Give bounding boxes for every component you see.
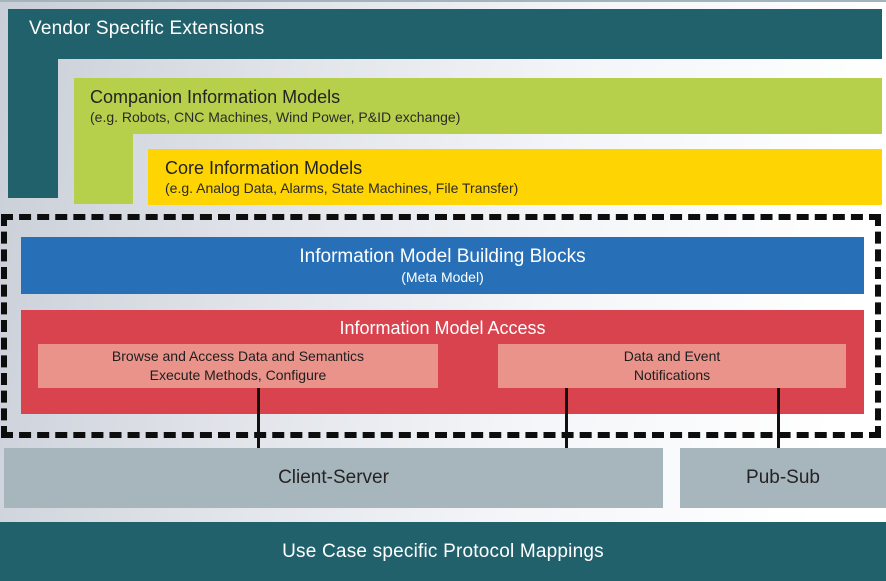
connector-line-notifications-to-client-server (565, 388, 568, 448)
model-access-box: Information Model Access Browse and Acce… (21, 310, 864, 414)
event-notifications-line1: Data and Event (623, 348, 721, 365)
browse-access-line1: Browse and Access Data and Semantics (111, 348, 365, 365)
model-access-title: Information Model Access (339, 318, 546, 338)
browse-access-line2: Execute Methods, Configure (149, 367, 327, 383)
client-server-box: Client-Server (4, 448, 663, 508)
event-notifications-line2: Notifications (633, 367, 711, 383)
vendor-extensions-left-column (8, 52, 58, 198)
companion-models-subtitle: (e.g. Robots, CNC Machines, Wind Power, … (90, 108, 461, 125)
companion-models-left-column (74, 127, 133, 204)
connector-line-browse-to-client-server (257, 388, 260, 448)
event-notifications-box: Data and Event Notifications (498, 344, 846, 388)
building-blocks-box: Information Model Building Blocks (Meta … (21, 237, 864, 294)
protocol-mappings-title: Use Case specific Protocol Mappings (282, 540, 604, 562)
vendor-extensions-layer: Vendor Specific Extensions (8, 9, 882, 59)
browse-access-box: Browse and Access Data and Semantics Exe… (38, 344, 438, 388)
building-blocks-subtitle: (Meta Model) (401, 268, 484, 285)
connector-line-notifications-to-pub-sub (777, 388, 780, 448)
building-blocks-title: Information Model Building Blocks (299, 246, 586, 268)
core-models-layer: Core Information Models (e.g. Analog Dat… (148, 149, 882, 205)
core-models-subtitle: (e.g. Analog Data, Alarms, State Machine… (165, 179, 519, 196)
client-server-label: Client-Server (278, 467, 389, 488)
pub-sub-box: Pub-Sub (680, 448, 886, 508)
pub-sub-label: Pub-Sub (746, 467, 820, 488)
dashed-scope-border (1, 214, 881, 438)
companion-models-layer: Companion Information Models (e.g. Robot… (74, 78, 882, 134)
companion-models-title: Companion Information Models (90, 87, 341, 108)
vendor-extensions-title: Vendor Specific Extensions (29, 18, 265, 39)
core-models-title: Core Information Models (165, 158, 363, 179)
protocol-mappings-bar: Use Case specific Protocol Mappings (0, 522, 886, 581)
